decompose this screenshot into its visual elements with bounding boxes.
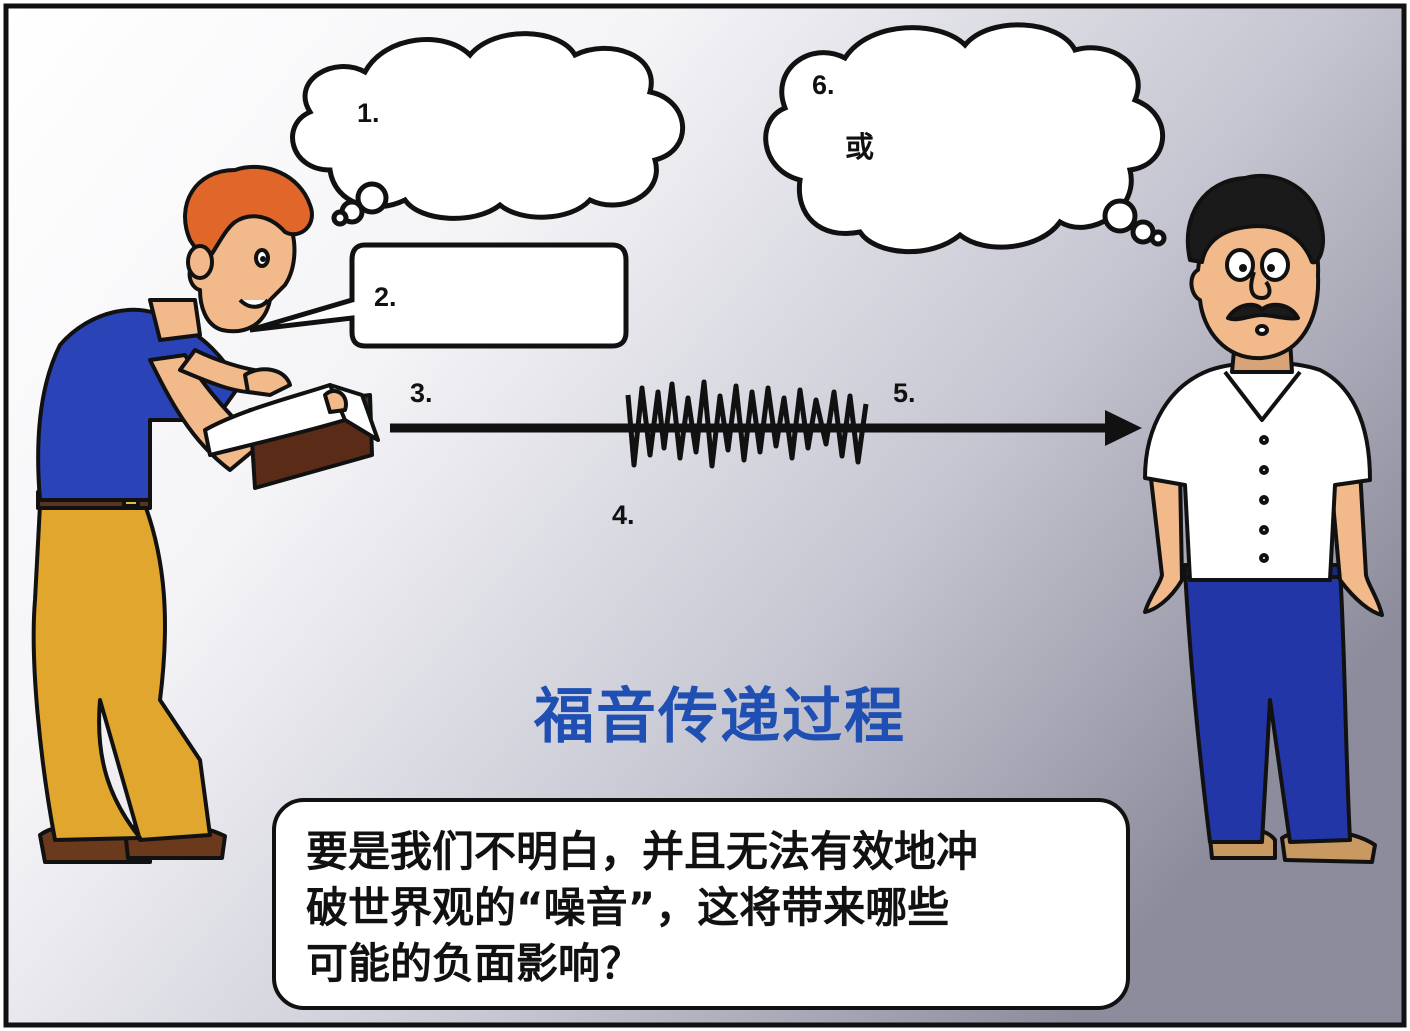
label-step-5: 5. — [893, 378, 916, 408]
label-step-6: 6. — [812, 70, 835, 100]
speech-bubble-2 — [249, 242, 629, 349]
receiver-figure — [1143, 173, 1384, 864]
label-or: 或 — [845, 130, 875, 164]
label-step-1: 1. — [357, 98, 380, 128]
noise-squiggle — [625, 379, 869, 469]
label-step-2: 2. — [374, 282, 397, 312]
question-text: 要是我们不明白，并且无法有效地冲 破世界观的“噪音”，这将带来哪些 可能的负面影… — [306, 827, 979, 988]
label-step-4: 4. — [612, 500, 635, 530]
thought-bubble-6 — [763, 22, 1167, 254]
diagram-title: 福音传递过程 — [534, 682, 906, 752]
question-box: 要是我们不明白，并且无法有效地冲 破世界观的“噪音”，这将带来哪些 可能的负面影… — [272, 798, 1130, 1010]
sender-figure — [31, 164, 380, 864]
thought-bubble-1 — [290, 31, 685, 227]
label-step-3: 3. — [410, 378, 433, 408]
